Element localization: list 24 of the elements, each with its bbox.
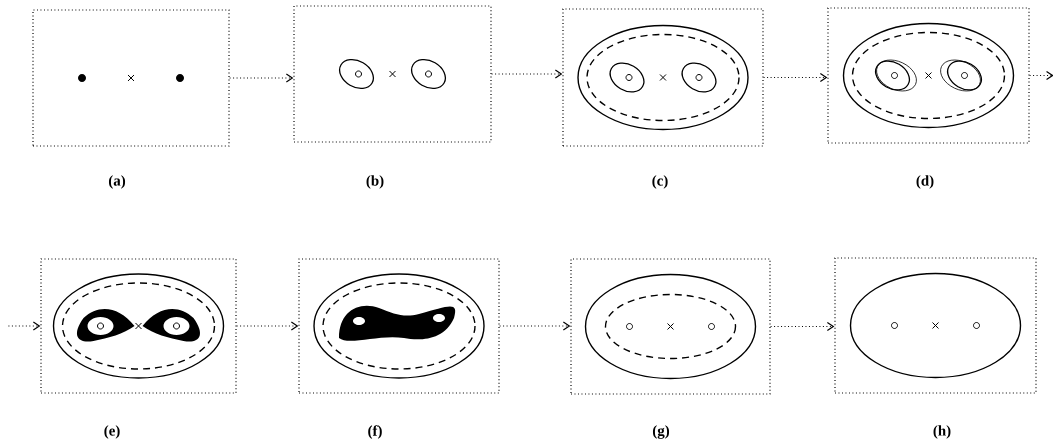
panel-box xyxy=(570,258,771,395)
panel-caption: (c) xyxy=(652,175,668,189)
panel-box xyxy=(562,8,764,147)
panel-caption: (a) xyxy=(108,175,126,189)
arrow xyxy=(1029,70,1053,81)
panel-caption: (g) xyxy=(652,425,670,439)
panel-caption: (b) xyxy=(366,175,384,189)
panel-caption: (f) xyxy=(368,425,382,439)
arrow xyxy=(491,69,563,79)
panel-caption: (d) xyxy=(916,175,934,189)
panel-caption: (e) xyxy=(104,425,120,439)
arrow xyxy=(770,321,835,332)
arrow xyxy=(229,73,294,83)
panel-box xyxy=(298,258,500,394)
arrow xyxy=(499,321,571,331)
arrow xyxy=(763,72,828,83)
panel-box xyxy=(827,7,1030,144)
arrow xyxy=(7,321,41,331)
panel-box xyxy=(40,258,237,394)
panel-box xyxy=(834,257,1037,394)
arrow xyxy=(236,321,299,331)
panel-box xyxy=(32,9,230,147)
panel-box xyxy=(293,5,492,143)
panel-caption: (h) xyxy=(933,425,951,439)
